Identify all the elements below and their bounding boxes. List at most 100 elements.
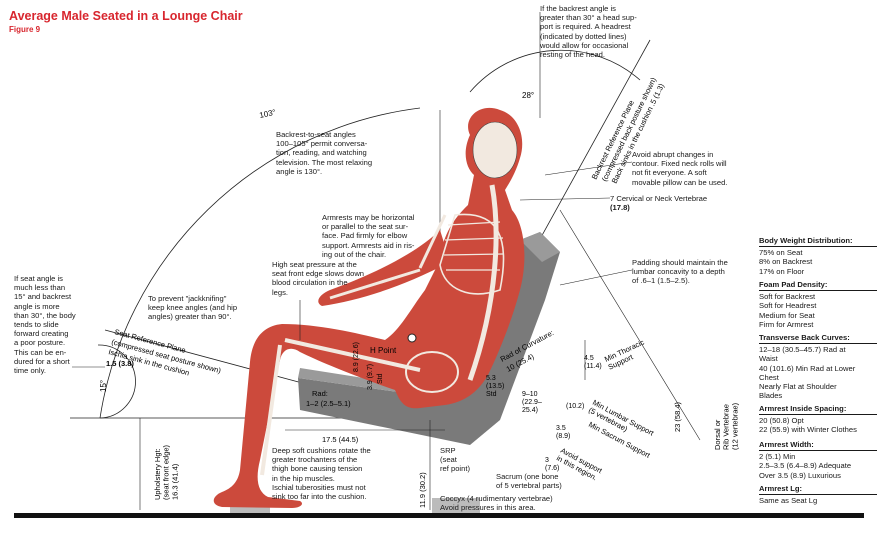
label-angle-15: 15° — [99, 380, 108, 392]
note-coccyx: Coccyx (4 rudimentary vertebrae) Avoid p… — [440, 494, 553, 513]
sidebar-body: Same as Seat Lg — [759, 496, 818, 506]
text-line: Rib Vertebrae — [722, 404, 731, 450]
text-line: 25.4) — [522, 407, 538, 414]
floor-block-rear — [432, 498, 480, 513]
h-point-marker — [407, 333, 417, 343]
femur — [284, 338, 421, 372]
sidebar-title: Transverse Back Curves: — [759, 333, 877, 345]
text-line: Std — [486, 391, 497, 398]
angle-arc-15 — [97, 344, 136, 419]
humerus — [418, 214, 447, 269]
label-dim-3-9: 3.9 (9.7) — [367, 364, 374, 390]
label-rad-value: 1–2 (2.5–5.1) — [306, 399, 351, 408]
angle-arc-28 — [469, 49, 641, 93]
rib-3 — [443, 253, 504, 256]
body-arm — [318, 230, 450, 306]
pointer-cervical — [519, 197, 611, 201]
note-srp: SRP (seat ref point) — [440, 446, 470, 474]
label-angle-28: 28° — [522, 91, 534, 100]
label-seat-sink-value: 1.5 (3.8) — [106, 359, 134, 368]
sidebar-foam-density: Foam Pad Density: Soft for Backrest Soft… — [759, 280, 877, 329]
figure-number: Figure 9 — [9, 25, 41, 34]
label-rad: Rad: — [312, 389, 328, 398]
sidebar-body: 12–18 (30.5–45.7) Rad at Waist 40 (101.6… — [759, 345, 856, 401]
label-dim-10-2: (10.2) — [566, 403, 584, 410]
label-dim-9-10: 9–10(22.9–25.4) — [522, 391, 542, 414]
sidebar-title: Armrest Inside Spacing: — [759, 404, 877, 416]
note-armrests: Armrests may be horizontal or parallel t… — [322, 213, 415, 259]
text-line: (13.5) — [486, 383, 504, 390]
label-dim-3: 3(7.6) — [545, 457, 559, 472]
note-deep-cushions: Deep soft cushions rotate the greater tr… — [272, 446, 371, 483]
chair-shape — [298, 232, 560, 445]
label-dim-5-3: 5.3(13.5)Std — [486, 375, 504, 398]
label-h-point: H Point — [370, 346, 397, 355]
sidebar-body: 20 (50.8) Opt 22 (55.9) with Winter Clot… — [759, 416, 857, 435]
note-backrest-to-seat: Backrest-to-seat angles 100–105° permit … — [276, 130, 373, 176]
label-std: Std — [377, 373, 384, 384]
pelvis — [405, 351, 459, 393]
dim-line-23 — [559, 209, 701, 441]
label-min-thoracic: Min ThoracicSupport — [603, 337, 649, 371]
note-high-seat: High seat pressure at the seat front edg… — [272, 260, 365, 297]
sidebar-body: 2 (5.1) Min 2.5–3.5 (6.4–8.9) Adequate O… — [759, 452, 852, 480]
ribcage — [439, 213, 505, 295]
text-line: 5.3 — [486, 375, 496, 382]
pointer-padding — [559, 269, 633, 286]
text-line: (8.9) — [556, 433, 570, 440]
text-line: 9–10 — [522, 391, 538, 398]
pointer-avoid-abrupt — [544, 161, 633, 176]
label-dim-3-5: 3.5(8.9) — [556, 425, 570, 440]
text-line: (12 vertebrae) — [730, 402, 739, 450]
angle-arc-103 — [99, 107, 421, 419]
chair-back-face — [520, 232, 560, 262]
label-dim-17-5: 17.5 (44.5) — [322, 435, 359, 444]
text-line: 3 — [545, 457, 549, 464]
sidebar-back-curves: Transverse Back Curves: 12–18 (30.5–45.7… — [759, 333, 877, 400]
text-line: (7.6) — [545, 465, 559, 472]
sidebar-title: Armrest Width: — [759, 440, 877, 452]
rib-2 — [444, 237, 504, 241]
note-cervical-value: (17.8) — [610, 203, 630, 212]
text-line: (22.9– — [522, 399, 542, 406]
floor-line — [14, 513, 864, 518]
note-ischial: Ischial tuberosities must not sink too f… — [272, 483, 367, 502]
text-line: 4.5 — [584, 355, 594, 362]
text-line: (11.4) — [584, 363, 602, 370]
text-line: (seat front edge) — [162, 444, 171, 500]
label-dorsal: Dorsal orRib Vertebrae(12 vertebrae) — [713, 402, 739, 450]
label-dim-23: 23 (58.4) — [673, 401, 682, 432]
label-dim-11-9: 11.9 (30.2) — [418, 472, 427, 508]
text-line: Upholstery Hgt: — [153, 448, 162, 500]
note-cervical: 7 Cervical or Neck Vertebrae — [610, 194, 708, 203]
text-line: Dorsal or — [713, 419, 722, 450]
tibia — [260, 344, 282, 476]
sidebar-body: 75% on Seat 8% on Backrest 17% on Floor — [759, 248, 813, 276]
sidebar-armrest-spacing: Armrest Inside Spacing: 20 (50.8) Opt 22… — [759, 404, 877, 435]
sidebar-body-weight: Body Weight Distribution: 75% on Seat 8%… — [759, 236, 877, 276]
rib-1 — [447, 221, 501, 226]
page-title: Average Male Seated in a Lounge Chair — [9, 9, 243, 23]
sidebar-title: Armrest Lg: — [759, 484, 877, 496]
note-seat-angle: If seat angle is much less than 15° and … — [14, 274, 76, 376]
sidebar-title: Body Weight Distribution: — [759, 236, 877, 248]
label-upholstery: Upholstery Hgt:(seat front edge)16.3 (41… — [153, 444, 179, 500]
text-line: 16.3 (41.4) — [170, 463, 179, 500]
note-avoid-abrupt: Avoid abrupt changes in contour. Fixed n… — [632, 150, 728, 187]
skull — [472, 121, 518, 179]
sidebar-armrest-length: Armrest Lg: Same as Seat Lg — [759, 484, 877, 505]
label-min-thoracic-value: 4.5(11.4) — [584, 355, 602, 370]
forearm-bone — [329, 268, 421, 300]
note-backrest-angle-head: If the backrest angle is greater than 30… — [540, 4, 637, 60]
note-padding: Padding should maintain the lumbar conca… — [632, 258, 728, 286]
sidebar-title: Foam Pad Density: — [759, 280, 877, 292]
note-sacrum: Sacrum (one bone of 5 vertebral parts) — [496, 472, 562, 491]
sidebar-body: Soft for Backrest Soft for Headrest Medi… — [759, 292, 817, 329]
text-line: 3.5 — [556, 425, 566, 432]
label-dim-8-9: 8.9 (22.6) — [353, 342, 360, 372]
sidebar-armrest-width: Armrest Width: 2 (5.1) Min 2.5–3.5 (6.4–… — [759, 440, 877, 480]
label-angle-103: 103° — [259, 108, 277, 120]
note-jackknifing: To prevent "jackknifing" keep knee angle… — [148, 294, 238, 322]
